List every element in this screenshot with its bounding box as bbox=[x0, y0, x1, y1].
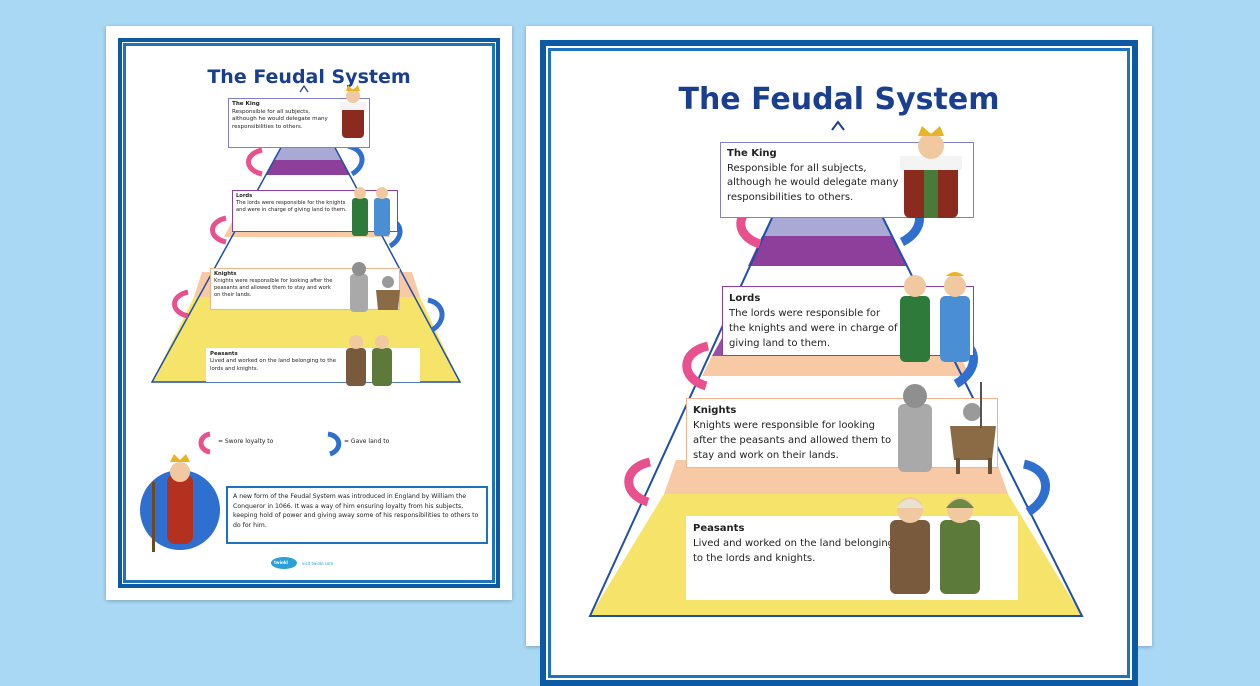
poster-preview-small[interactable]: The Feudal System bbox=[106, 26, 512, 600]
poster-frame: The Feudal System bbox=[118, 38, 500, 588]
tier-heading: Peasants bbox=[693, 523, 745, 534]
info-text-box: A new form of the Feudal System was intr… bbox=[226, 486, 488, 544]
tier-peasants-box: Peasants Lived and worked on the land be… bbox=[206, 348, 420, 382]
tier-heading: Lords bbox=[236, 193, 253, 199]
poster-title: The Feudal System bbox=[678, 82, 1000, 117]
tier-description: Responsible for all subjects, although h… bbox=[727, 162, 899, 203]
tier-heading: Peasants bbox=[210, 351, 238, 357]
tier-king-band-dark bbox=[266, 160, 350, 175]
tier-description: The lords were responsible for the knigh… bbox=[729, 308, 898, 349]
tier-heading: The King bbox=[232, 101, 260, 107]
brand-site: visit twinkl.com bbox=[302, 561, 334, 566]
poster-preview-large[interactable]: The Feudal System The King Responsible f… bbox=[526, 26, 1152, 686]
tier-description: Lived and worked on the land belonging t… bbox=[210, 358, 337, 372]
tier-heading: The King bbox=[727, 148, 777, 159]
legend-gave-arrow bbox=[327, 431, 342, 457]
brand-logo-text: twinkl bbox=[274, 560, 288, 565]
tier-knights-box: Knights Knights were responsible for loo… bbox=[210, 268, 400, 310]
legend-gave-label: = Gave land to bbox=[344, 438, 390, 445]
tier-description: Knights were responsible for looking aft… bbox=[693, 420, 892, 461]
tier-description: Lived and worked on the land belonging t… bbox=[693, 538, 895, 564]
tier-knights-box: Knights Knights were responsible for loo… bbox=[686, 398, 998, 468]
tier-heading: Lords bbox=[729, 293, 761, 304]
tier-lords-box: Lords The lords were responsible for the… bbox=[232, 190, 398, 232]
tier-heading: Knights bbox=[214, 271, 237, 277]
legend-swore-arrow bbox=[198, 431, 211, 455]
poster-title: The Feudal System bbox=[207, 66, 411, 88]
tier-lords-box: Lords The lords were responsible for the… bbox=[722, 286, 974, 356]
tier-description: Responsible for all subjects, although h… bbox=[232, 108, 328, 130]
brand-logo bbox=[271, 557, 297, 569]
poster-frame: The Feudal System The King Responsible f… bbox=[540, 40, 1138, 686]
tier-description: Knights were responsible for looking aft… bbox=[214, 278, 333, 298]
legend-swore-label: = Swore loyalty to bbox=[218, 438, 274, 445]
tier-description: The lords were responsible for the knigh… bbox=[236, 200, 347, 213]
tier-heading: Knights bbox=[693, 405, 737, 416]
tier-king-band-dark bbox=[748, 236, 906, 266]
